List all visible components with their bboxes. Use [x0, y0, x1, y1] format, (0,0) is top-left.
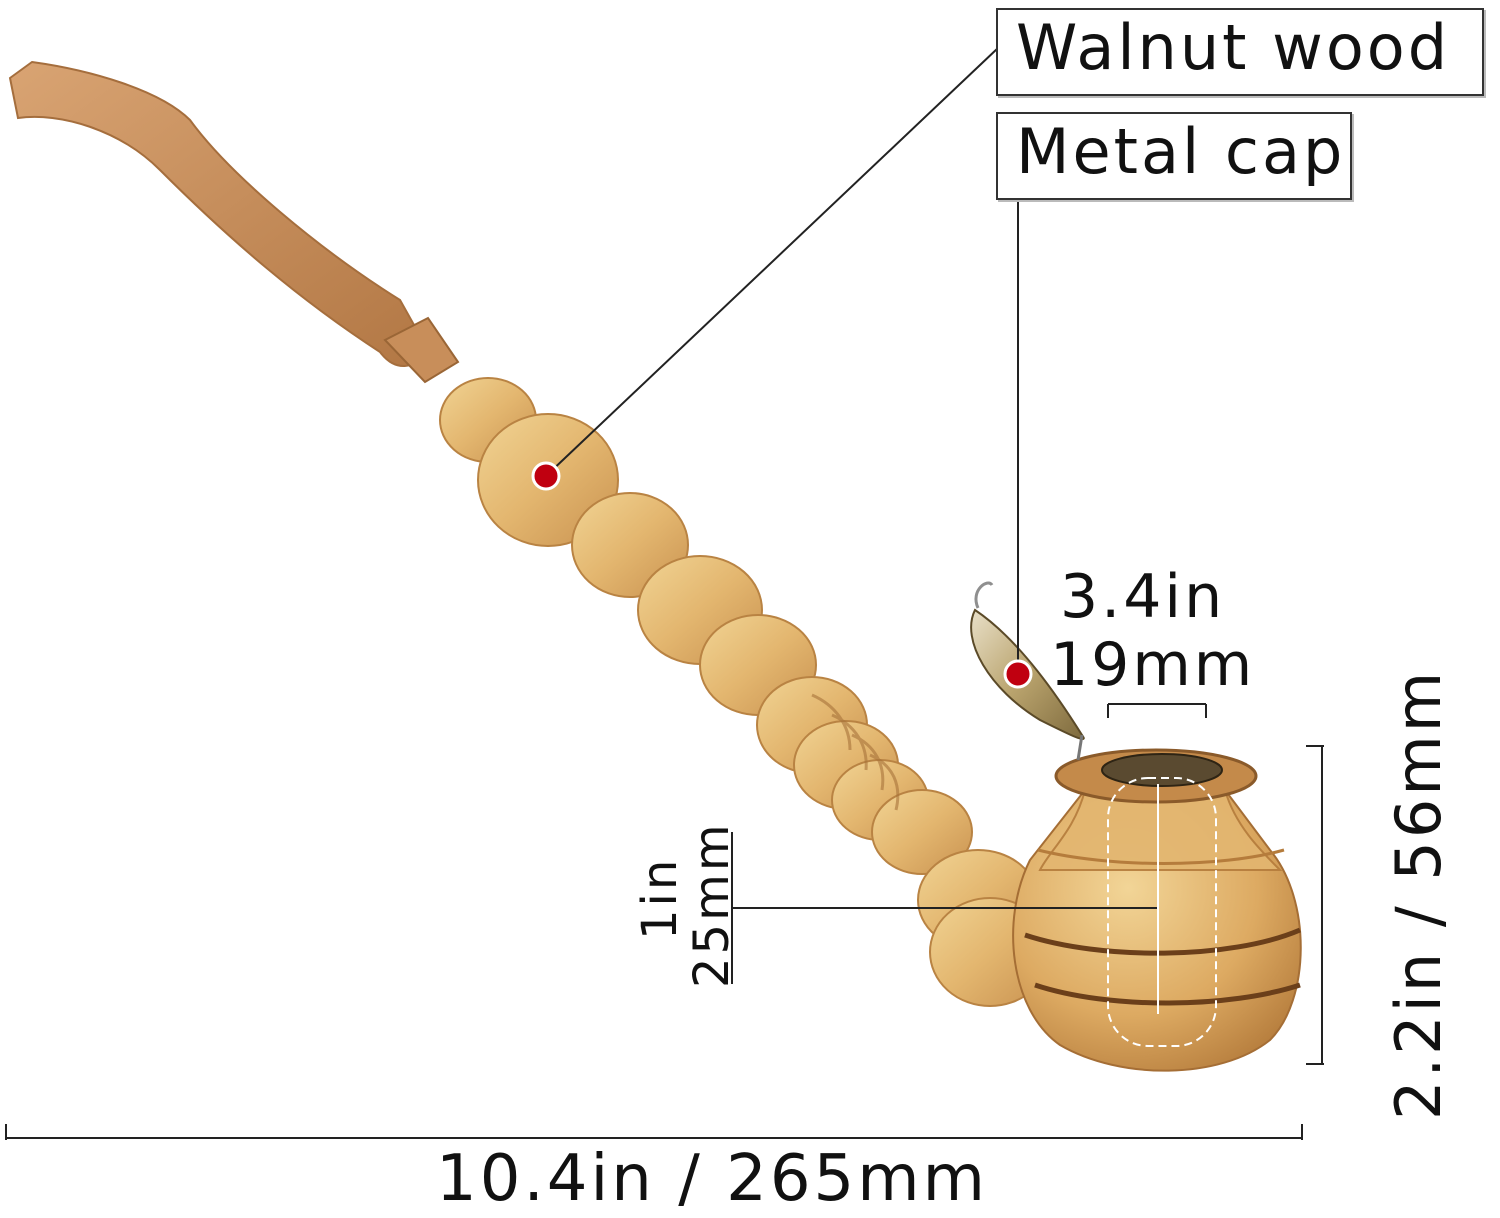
mouthpiece-stem [8, 60, 430, 367]
mouthpiece-tenon [383, 316, 460, 384]
bowl-depth-mm-label: 25mm [684, 821, 740, 988]
bowl-depth-inch-label: 1in [632, 856, 688, 940]
metal-cap-label: Metal cap [996, 112, 1352, 200]
metal-marker [1003, 659, 1033, 689]
bowl-width-mm-label: 19mm [1050, 630, 1256, 700]
bowl-height-label: 2.2in / 56mm [1382, 668, 1455, 1120]
walnut-marker [531, 461, 561, 491]
height-dimension-line [1306, 745, 1324, 1065]
width-dimension-line [1107, 703, 1207, 718]
carved-shank [439, 377, 1051, 1007]
shank-grooves [811, 693, 900, 811]
walnut-leader-line [545, 47, 999, 477]
depth-dimension-line [731, 784, 1159, 1014]
walnut-wood-label: Walnut wood [996, 8, 1484, 96]
overall-length-label: 10.4in / 265mm [436, 1142, 988, 1216]
length-dimension-line [5, 1124, 1303, 1140]
bowl-width-inch-label: 3.4in [1060, 562, 1226, 632]
pipe-bowl [1012, 748, 1302, 1072]
